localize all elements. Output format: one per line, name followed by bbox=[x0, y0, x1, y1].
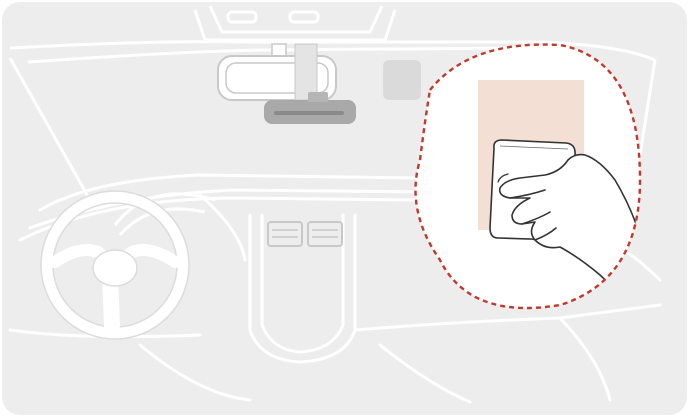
sensor-pad-icon bbox=[383, 60, 421, 100]
steering-wheel-icon bbox=[41, 191, 189, 339]
rearview-mirror-icon bbox=[218, 44, 336, 100]
air-vents bbox=[268, 222, 342, 246]
magnified-callout bbox=[416, 45, 641, 308]
